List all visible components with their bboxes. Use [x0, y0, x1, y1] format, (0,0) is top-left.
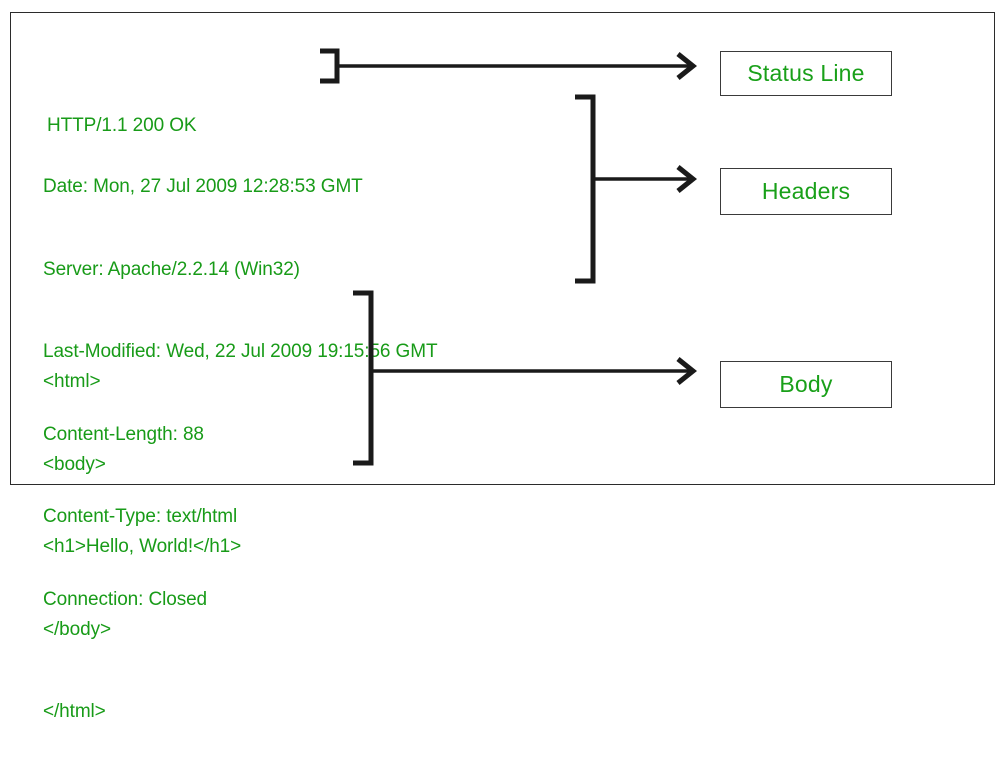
label-box-status-line: Status Line [720, 51, 892, 96]
body-row-body-close: </body> [43, 618, 111, 640]
body-row-html-close: </html> [43, 701, 106, 722]
label-box-body: Body [720, 361, 892, 408]
status-line-text-block: HTTP/1.1 200 OK [47, 57, 197, 195]
body-text-block: <html> <body> <h1>Hello, World!</h1> </b… [43, 313, 241, 781]
header-row-server: Server: Apache/2.2.14 (Win32) [43, 258, 300, 280]
status-line-row: HTTP/1.1 200 OK [47, 115, 197, 136]
body-row-body-open: <body> [43, 453, 106, 475]
label-box-status-line-text: Status Line [747, 60, 865, 86]
label-box-headers: Headers [720, 168, 892, 215]
body-row-html-open: <html> [43, 371, 101, 392]
body-row-h1: <h1>Hello, World!</h1> [43, 536, 242, 557]
header-row-content-length: Content-Length: 88 [43, 423, 204, 445]
label-box-body-text: Body [779, 371, 833, 397]
label-box-headers-text: Headers [761, 178, 851, 204]
diagram-frame: HTTP/1.1 200 OK Date: Mon, 27 Jul 2009 1… [10, 12, 995, 722]
header-row-date: Date: Mon, 27 Jul 2009 12:28:53 GMT [43, 176, 363, 197]
